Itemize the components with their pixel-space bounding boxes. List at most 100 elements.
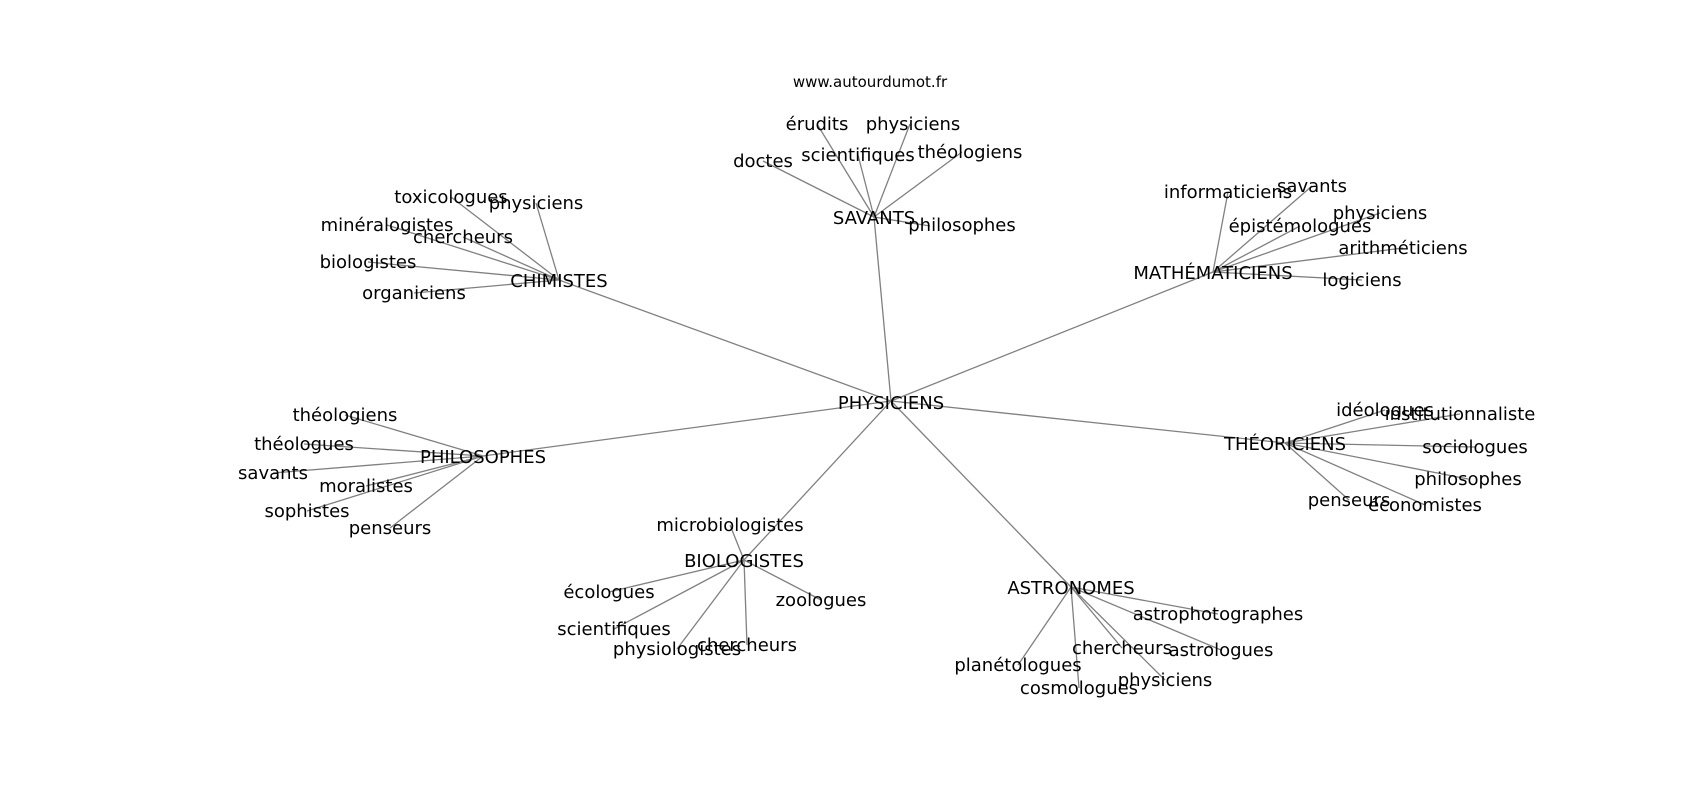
- leaf-edge: [857, 154, 875, 218]
- leaf-node: économistes: [1368, 495, 1482, 516]
- leaf-edge: [1070, 586, 1219, 615]
- leaf-node: épistémologues: [1229, 216, 1372, 237]
- leaf-edge: [1070, 586, 1080, 689]
- leaf-node: théologues: [254, 434, 354, 455]
- hub-node: BIOLOGISTES: [684, 551, 804, 572]
- leaf-node: microbiologistes: [656, 515, 803, 536]
- leaf-node: penseurs: [349, 518, 432, 539]
- leaf-edge: [1284, 413, 1461, 444]
- leaf-edge: [1284, 442, 1469, 480]
- leaf-node: chercheurs: [697, 635, 797, 656]
- leaf-node: toxicologues: [394, 187, 507, 208]
- leaf-edge: [344, 414, 484, 457]
- leaf-edge: [743, 559, 822, 601]
- leaf-edge: [1212, 247, 1404, 273]
- leaf-node: scientifiques: [557, 619, 670, 640]
- center-edge: [558, 279, 892, 402]
- leaf-edge: [1212, 191, 1229, 273]
- leaf-node: chercheurs: [413, 227, 513, 248]
- leaf-node: chercheurs: [1072, 638, 1172, 659]
- leaf-edge: [873, 216, 931, 227]
- leaf-edge: [613, 559, 745, 630]
- leaf-edge: [1070, 586, 1123, 649]
- leaf-edge: [1284, 442, 1426, 506]
- leaf-edge: [389, 455, 484, 529]
- center-edge: [873, 216, 892, 402]
- hub-node: THÉORICIENS: [1223, 433, 1346, 455]
- hub-node: MATHÉMATICIENS: [1133, 262, 1292, 284]
- leaf-node: écologues: [563, 582, 654, 603]
- leaf-node: physiologistes: [613, 639, 741, 660]
- leaf-edge: [762, 160, 875, 218]
- leaf-edge: [1017, 586, 1072, 666]
- center-edge: [743, 400, 892, 561]
- leaf-edge: [1284, 442, 1476, 448]
- leaf-edge: [743, 559, 748, 646]
- leaf-node: sophistes: [264, 501, 349, 522]
- leaf-node: astrophotographes: [1133, 604, 1304, 625]
- hub-node: PHILOSOPHES: [420, 447, 546, 468]
- leaf-node: institutionnaliste: [1385, 404, 1536, 425]
- center-edge: [482, 400, 892, 457]
- leaf-edge: [306, 455, 484, 512]
- leaf-edge: [1212, 271, 1363, 281]
- leaf-node: cosmologues: [1020, 678, 1138, 699]
- leaf-node: planétologues: [954, 655, 1081, 676]
- leaf-edge: [608, 559, 745, 593]
- leaf-node: zoologues: [776, 590, 867, 611]
- leaf-node: physiciens: [866, 114, 961, 135]
- hub-node: CHIMISTES: [510, 271, 607, 292]
- leaf-node: informaticiens: [1164, 182, 1292, 203]
- leaf-node: astrologues: [1169, 640, 1274, 661]
- leaf-edge: [1284, 442, 1350, 501]
- leaf-node: physiciens: [1118, 670, 1213, 691]
- leaf-node: théologiens: [293, 405, 398, 426]
- center-edge: [890, 400, 1072, 588]
- leaf-node: moralistes: [319, 476, 413, 497]
- leaf-node: théologiens: [918, 142, 1023, 163]
- leaf-edge: [413, 279, 560, 294]
- edges-layer: [272, 123, 1476, 689]
- center-edge: [890, 271, 1214, 402]
- hub-node: SAVANTS: [833, 208, 915, 229]
- leaf-edge: [450, 196, 560, 281]
- leaf-node: philosophes: [1414, 469, 1522, 490]
- leaf-node: idéologues: [1336, 400, 1434, 421]
- center-node: PHYSICIENS: [838, 393, 944, 414]
- leaf-edge: [272, 455, 484, 474]
- leaf-edge: [1212, 212, 1381, 273]
- leaf-node: logiciens: [1322, 270, 1401, 291]
- leaf-edge: [365, 455, 484, 487]
- leaf-edge: [1212, 225, 1301, 273]
- hub-node: ASTRONOMES: [1007, 578, 1134, 599]
- leaf-node: physiciens: [1333, 203, 1428, 224]
- leaf-edge: [1212, 185, 1313, 273]
- leaf-node: minéralogistes: [321, 215, 454, 236]
- site-url: www.autourdumot.fr: [793, 73, 948, 91]
- leaf-node: savants: [1277, 176, 1347, 197]
- leaf-edge: [873, 151, 963, 218]
- leaf-node: savants: [238, 463, 308, 484]
- leaf-edge: [873, 123, 911, 218]
- center-edge: [890, 400, 1286, 444]
- leaf-edge: [816, 123, 875, 218]
- leaf-edge: [386, 224, 560, 281]
- leaf-node: érudits: [786, 114, 849, 135]
- leaf-node: scientifiques: [801, 145, 914, 166]
- leaf-node: doctes: [733, 151, 793, 172]
- leaf-edge: [729, 524, 745, 561]
- leaf-edge: [367, 261, 560, 281]
- leaf-edge: [462, 236, 560, 281]
- leaf-node: organiciens: [362, 283, 466, 304]
- leaf-edge: [1070, 586, 1166, 681]
- leaf-node: sociologues: [1422, 437, 1528, 458]
- leaf-edge: [676, 559, 745, 650]
- leaf-edge: [535, 202, 560, 281]
- leaf-edge: [1284, 409, 1386, 444]
- leaf-node: physiciens: [489, 193, 584, 214]
- labels-layer: www.autourdumot.fr PHYSICIENS érudits phy…: [238, 73, 1535, 699]
- leaf-edge: [1070, 586, 1222, 651]
- leaf-node: biologistes: [320, 252, 417, 273]
